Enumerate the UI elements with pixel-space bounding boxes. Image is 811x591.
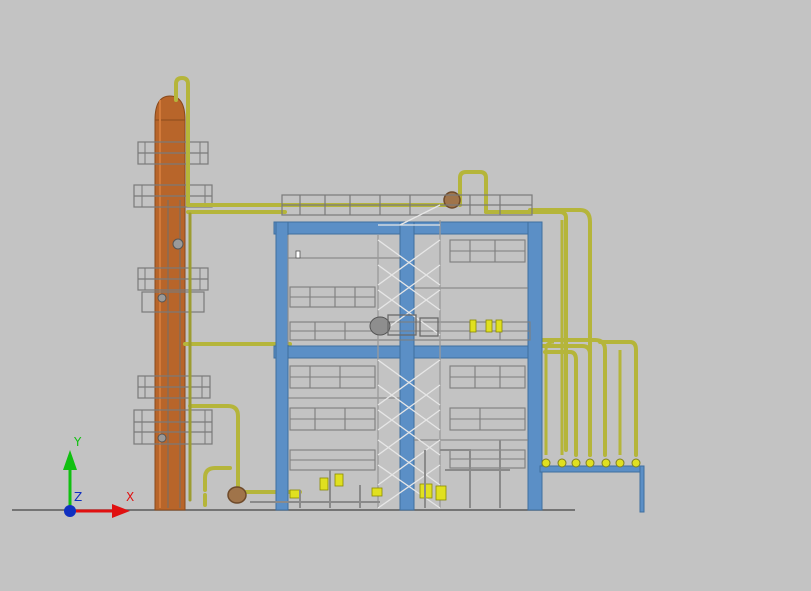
ucs-icon: X Y Z: [63, 435, 134, 518]
reboiler-pump[interactable]: [227, 486, 247, 504]
valves[interactable]: [289, 319, 503, 501]
structure-equipment[interactable]: [295, 250, 439, 337]
vessel[interactable]: [369, 316, 391, 336]
valve[interactable]: [485, 319, 493, 333]
exchanger[interactable]: [387, 314, 417, 336]
valve[interactable]: [601, 458, 611, 468]
column-nozzle[interactable]: [157, 293, 167, 303]
upper-bay-frames: [287, 235, 531, 345]
overhead-drum[interactable]: [443, 191, 461, 209]
steel-structure[interactable]: [273, 221, 543, 511]
column-nozzle[interactable]: [157, 433, 167, 443]
valve[interactable]: [334, 473, 344, 487]
column-top-head: [154, 95, 186, 121]
ucs-x-label: X: [126, 490, 134, 504]
valve[interactable]: [289, 489, 301, 499]
valve[interactable]: [469, 319, 477, 333]
ucs-x-arrow-icon: [112, 504, 130, 518]
ucs-origin-icon: [64, 505, 76, 517]
ucs-y-label: Y: [73, 435, 82, 449]
pipe-rack[interactable]: [539, 220, 645, 513]
rack-valves[interactable]: [541, 458, 641, 468]
grade-piping[interactable]: [250, 440, 510, 508]
valve[interactable]: [495, 319, 503, 333]
steel-column-left: [275, 221, 289, 511]
valve[interactable]: [541, 458, 551, 468]
valve[interactable]: [615, 458, 625, 468]
steel-column-right: [527, 221, 543, 511]
process-piping[interactable]: [174, 76, 638, 507]
selection-marker[interactable]: [295, 250, 301, 259]
top-deck-railing: [281, 194, 533, 216]
valve[interactable]: [319, 477, 329, 491]
column-ladder: [167, 200, 181, 508]
rack-pipes: [544, 220, 622, 455]
valve[interactable]: [585, 458, 595, 468]
rack-leg: [639, 465, 645, 513]
stair-tower[interactable]: [377, 204, 441, 509]
distillation-column[interactable]: [133, 95, 213, 511]
column-platforms: [133, 141, 213, 445]
exchanger[interactable]: [419, 317, 439, 337]
valve[interactable]: [371, 487, 383, 497]
valve[interactable]: [631, 458, 641, 468]
lower-bay-frames: [288, 365, 528, 471]
ucs-z-label: Z: [74, 490, 82, 504]
valve[interactable]: [435, 485, 447, 501]
valve[interactable]: [571, 458, 581, 468]
ucs-y-arrow-icon: [63, 450, 77, 470]
valve[interactable]: [557, 458, 567, 468]
column-nozzle[interactable]: [172, 238, 184, 250]
